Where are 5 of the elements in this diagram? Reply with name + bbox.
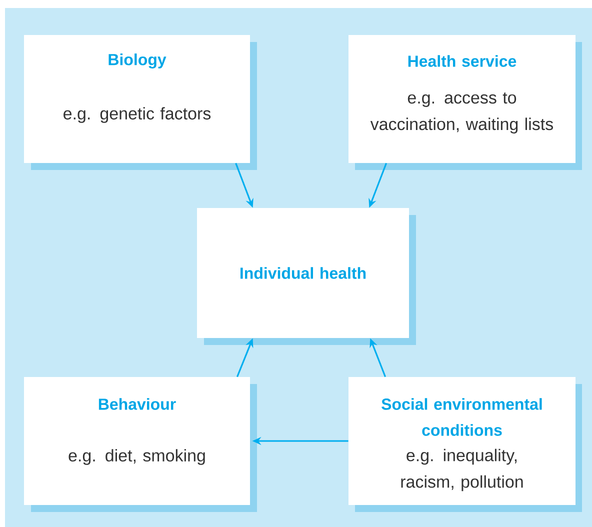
text-box: Social environmental conditions e.g. inequality, racism, pollution: [348, 377, 582, 512]
text-box: Individual health: [197, 208, 416, 345]
text-box: Biology e.g. genetic factors: [24, 35, 257, 170]
text-box: Behaviour e.g. diet, smoking: [24, 377, 257, 512]
text-box: Health service e.g. access to vaccination, waiting lists: [348, 35, 582, 170]
